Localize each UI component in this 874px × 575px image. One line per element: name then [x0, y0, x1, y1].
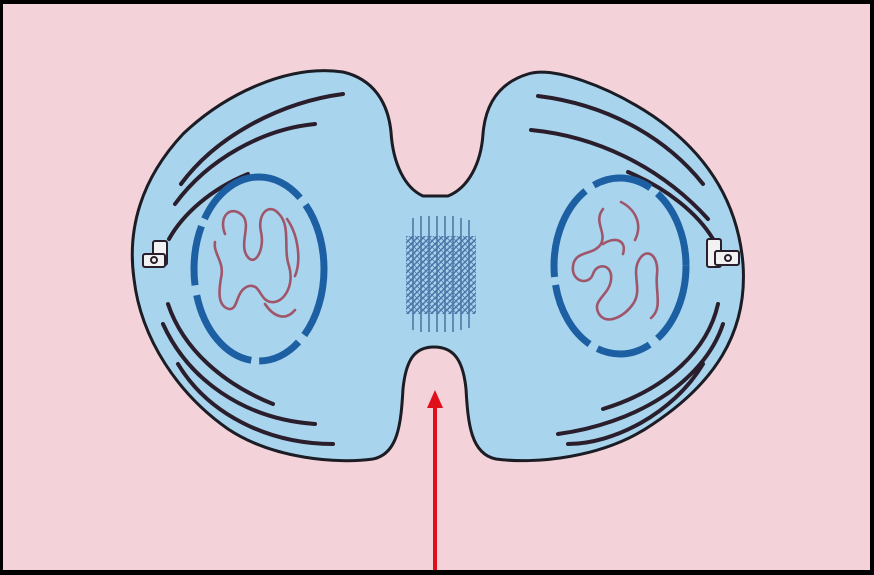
pointer-arrow [427, 390, 443, 570]
cell-division-diagram [3, 4, 870, 570]
diagram-canvas [3, 4, 870, 570]
midbody-hatch [406, 236, 476, 314]
